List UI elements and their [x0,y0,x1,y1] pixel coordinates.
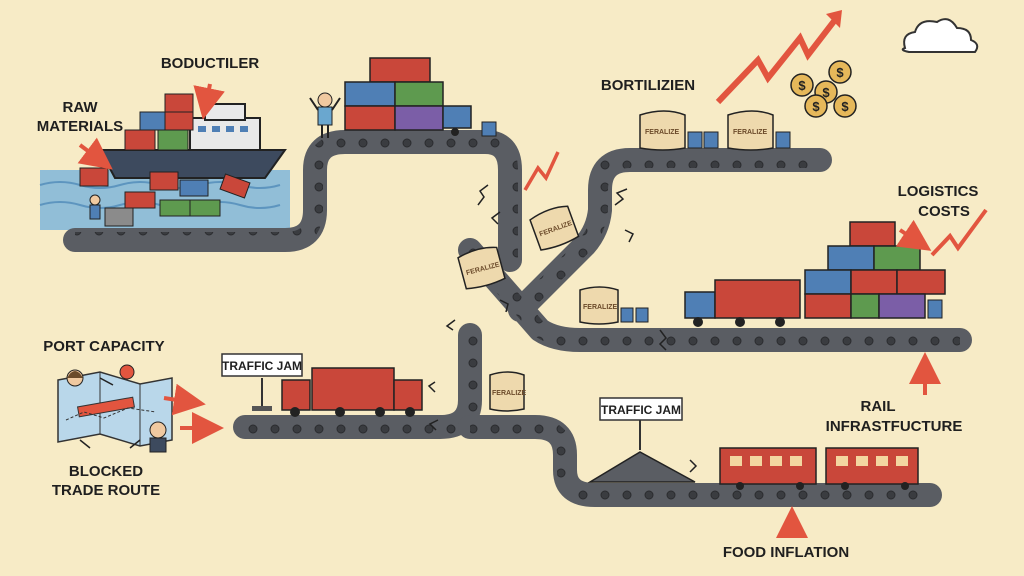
crack-icon [427,184,698,473]
label-trade-route: TRADE ROUTE [52,482,160,499]
sack-label: FERALIZE [645,129,680,136]
label-raw: RAW [63,99,99,116]
arrows [77,83,941,538]
top-container-stack [344,57,444,131]
label-costs: COSTS [918,203,970,220]
train-icon [719,447,919,490]
label-materials: MATERIALS [37,118,123,135]
label-infrastructure: INFRASTFUCTURE [826,418,963,435]
stressed-worker [309,92,341,138]
traffic-jam-left-text: TRAFFIC JAM [222,359,302,373]
cloud-icon [901,18,979,53]
label-boductiler: BODUCTILER [161,55,259,72]
traffic-jam-sign-right: TRAFFIC JAM [587,397,696,483]
fertilizer-sacks-junction: FERALIZE FERALIZE FERALIZE FERALIZE [457,205,649,412]
truck-icon [281,367,423,417]
official-avatar [66,364,167,453]
dollar-coin-icon: $ $ $ $ $ [790,60,857,118]
traffic-jam-right-text: TRAFFIC JAM [601,403,681,417]
svg-text:$: $ [822,85,830,100]
sack-label: FERALIZE [492,390,527,397]
sack-label: FERALIZE [733,129,768,136]
label-bortilizien: BORTILIZIEN [601,77,695,94]
svg-text:$: $ [798,78,806,93]
truck-icon [442,105,472,136]
small-arrows [79,377,141,449]
svg-text:$: $ [836,65,844,80]
truck-icon [684,279,801,327]
dock-worker [89,194,101,220]
map-icon [57,371,173,447]
svg-text:$: $ [841,99,849,114]
rising-cost-arrow [715,10,842,105]
fertilizer-sacks-top: FERALIZE FERALIZE [639,110,791,151]
zigzag-mid [523,151,560,191]
traffic-jam-sign-left: TRAFFIC JAM [221,353,303,411]
ship-containers [79,93,251,227]
svg-text:$: $ [812,99,820,114]
label-logistics: LOGISTICS [898,183,979,200]
label-rail: RAIL [861,398,896,415]
small-crate [481,121,497,137]
label-port-capacity: PORT CAPACITY [43,338,164,355]
sack-label: FERALIZE [583,304,618,311]
right-container-stack [804,221,946,319]
label-blocked: BLOCKED [69,463,143,480]
label-food-inflation: FOOD INFLATION [723,544,849,561]
zigzag-right [930,208,988,257]
